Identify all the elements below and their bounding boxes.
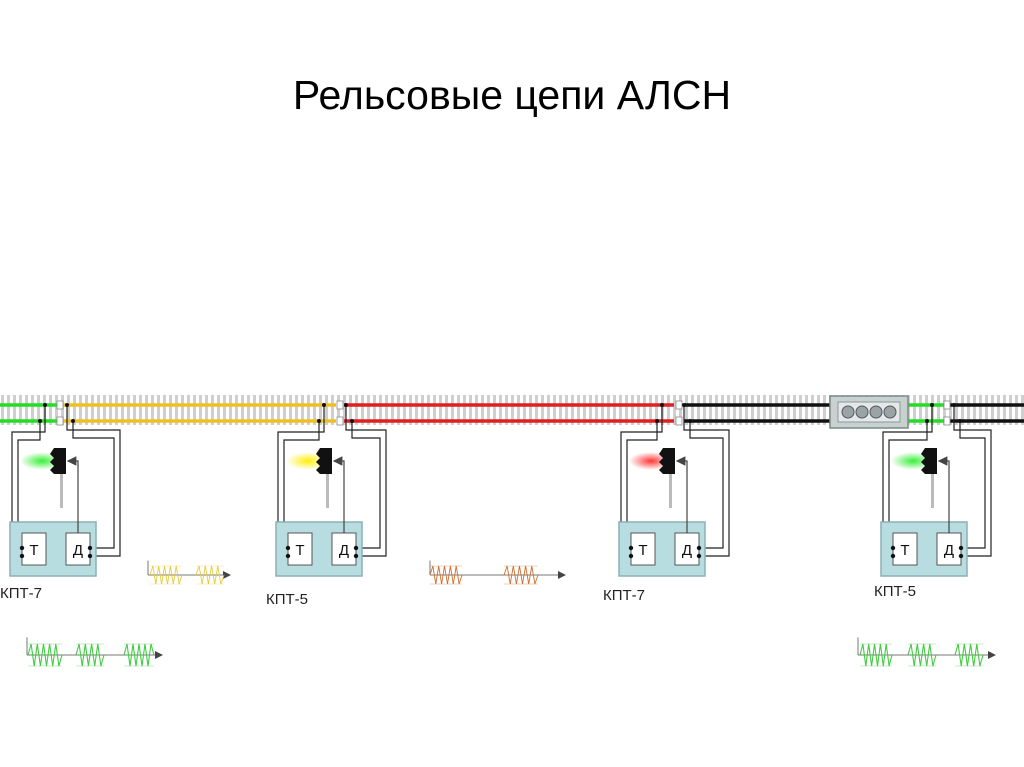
code-waveform-4 <box>857 637 996 667</box>
signal-mast <box>669 470 672 508</box>
code-burst <box>27 643 63 667</box>
code-waveform-2 <box>429 560 566 585</box>
terminal <box>285 553 291 559</box>
signal-head <box>50 448 66 474</box>
insulating-joint <box>56 416 64 426</box>
transmitter-label: Т <box>29 542 38 559</box>
insulating-joints <box>56 400 951 426</box>
code-burst <box>954 643 984 667</box>
insulating-joint <box>56 400 64 410</box>
rail-connection <box>682 403 686 407</box>
signal-mast <box>60 470 63 508</box>
signal-light <box>629 448 688 533</box>
rail-connection <box>655 419 659 423</box>
rail-connection <box>322 403 326 407</box>
insulating-joint <box>943 400 951 410</box>
terminal <box>890 545 896 551</box>
code-label: КПТ-7 <box>0 585 42 602</box>
signal-light <box>286 448 345 533</box>
relay-arrow <box>675 456 688 533</box>
transmitter-label: Т <box>900 542 909 559</box>
insulating-joint <box>336 400 344 410</box>
code-burst <box>859 643 893 667</box>
signal-mast <box>326 470 329 508</box>
insulating-joint <box>675 400 683 410</box>
signal-head <box>921 448 937 474</box>
terminal <box>958 553 964 559</box>
transmitter-label: Т <box>638 542 647 559</box>
rail-connection <box>317 419 321 423</box>
signal-light <box>891 448 950 533</box>
terminal <box>19 553 25 559</box>
rail-connection <box>65 403 69 407</box>
receiver-label: Д <box>682 542 692 559</box>
rail-connection <box>925 419 929 423</box>
rail-connection <box>71 419 75 423</box>
rail-connection <box>660 403 664 407</box>
receiver-label: Д <box>944 542 954 559</box>
code-burst <box>149 565 183 585</box>
terminal <box>890 553 896 559</box>
rail-connection <box>952 403 956 407</box>
transmitter-box <box>630 532 656 566</box>
receiver-label: Д <box>73 542 83 559</box>
track-circuit-unit-4: Т Д КПТ-5 <box>874 403 992 600</box>
rail-connection <box>43 403 47 407</box>
insulating-joint <box>336 416 344 426</box>
signal-head <box>659 448 675 474</box>
terminal <box>353 553 359 559</box>
terminal <box>628 545 634 551</box>
signal-mast <box>931 470 934 508</box>
terminal <box>87 553 93 559</box>
rail-connection <box>344 403 348 407</box>
code-burst <box>75 643 105 667</box>
code-label: КПТ-5 <box>874 583 916 600</box>
insulating-joint <box>943 416 951 426</box>
rail-connection <box>688 419 692 423</box>
code-burst <box>429 565 463 585</box>
terminal <box>353 545 359 551</box>
rail-connection <box>350 419 354 423</box>
terminal <box>87 545 93 551</box>
relay-arrow <box>332 456 345 533</box>
track-circuit-unit-1: Т Д КПТ-7 <box>0 403 121 602</box>
rail-connection <box>38 419 42 423</box>
wiring <box>11 405 121 557</box>
track-circuit-unit-3: Т Д КПТ-7 <box>603 403 730 604</box>
code-burst <box>503 565 539 585</box>
relay-arrow <box>937 456 950 533</box>
code-label: КПТ-5 <box>266 591 308 608</box>
code-burst <box>195 565 225 585</box>
rail-connection <box>958 419 962 423</box>
insulating-joint <box>675 416 683 426</box>
terminal <box>285 545 291 551</box>
terminal <box>19 545 25 551</box>
train-wheelset <box>829 395 909 429</box>
receiver-box <box>65 532 91 566</box>
track-circuit-unit-2: Т Д КПТ-5 <box>266 403 387 608</box>
signal-light <box>20 448 79 533</box>
transmitter-label: Т <box>295 542 304 559</box>
page-title: Рельсовые цепи АЛСН <box>292 72 732 118</box>
code-waveform-1 <box>147 560 231 585</box>
terminal <box>696 545 702 551</box>
terminal <box>696 553 702 559</box>
signal-head <box>316 448 332 474</box>
receiver-label: Д <box>339 542 349 559</box>
terminal <box>958 545 964 551</box>
terminal <box>628 553 634 559</box>
code-label: КПТ-7 <box>603 587 645 604</box>
rails <box>0 403 1024 423</box>
code-burst <box>907 643 937 667</box>
code-waveform-3 <box>26 637 163 667</box>
transmitter-box <box>892 532 918 566</box>
relay-arrow <box>66 456 79 533</box>
transmitter-box <box>287 532 313 566</box>
rail-connection <box>930 403 934 407</box>
